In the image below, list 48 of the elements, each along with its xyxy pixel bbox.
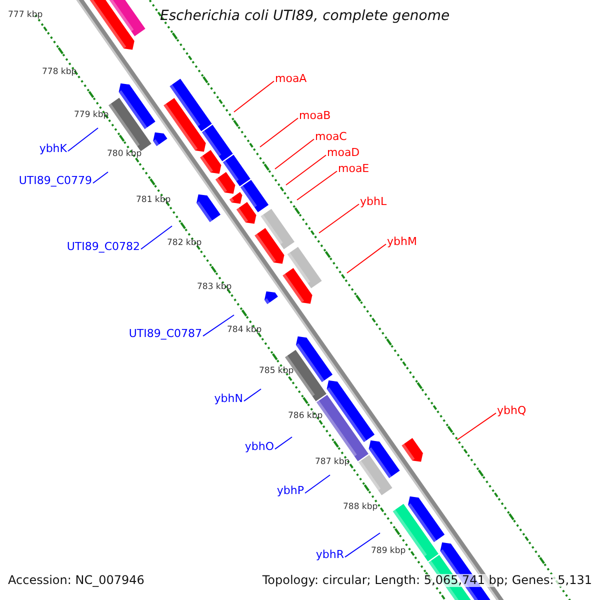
scale-label: 785 kbp xyxy=(259,367,294,376)
gene-label: ybhN xyxy=(214,393,243,406)
map-title: Escherichia coli UTI89, complete genome xyxy=(160,9,450,24)
leader-line xyxy=(68,128,98,152)
scale-label: 788 kbp xyxy=(343,503,378,512)
gene-label: ybhP xyxy=(276,485,304,498)
leader-line xyxy=(344,532,380,558)
leader-line xyxy=(202,314,234,337)
gene-label: UTI89_C0779 xyxy=(18,175,92,188)
gene-label: ybhL xyxy=(360,196,387,208)
gene-label: UTI89_C0782 xyxy=(66,241,140,254)
gene-label: moaD xyxy=(327,147,360,160)
leader-line xyxy=(304,474,330,494)
leader-line xyxy=(234,80,274,112)
leader-line xyxy=(140,226,172,250)
genome-stats-text: Topology: circular; Length: 5,065,741 bp; Genes: 5,131 xyxy=(262,574,592,588)
gene-label: moaB xyxy=(299,110,331,122)
scale-label: 781 kbp xyxy=(136,196,171,206)
gene-label: ybhK xyxy=(39,143,67,156)
leader-line xyxy=(318,204,360,234)
gene-label: UTI89_C0787 xyxy=(128,328,202,340)
scale-label: 780 kbp xyxy=(107,150,142,160)
leader-line xyxy=(92,172,108,184)
scale-label: 779 kbp xyxy=(74,111,109,120)
scale-label: 782 kbp xyxy=(167,239,202,248)
scale-label: 789 kbp xyxy=(371,547,406,556)
gene-label: moaE xyxy=(338,163,370,176)
scale-label: 784 kbp xyxy=(227,326,262,336)
leader-line xyxy=(346,244,386,274)
scale-label: 777 kbp xyxy=(8,11,43,20)
gene-label: moaC xyxy=(315,131,347,144)
leader-line xyxy=(456,412,496,440)
leader-line xyxy=(286,154,326,186)
gene-label: ybhR xyxy=(316,549,344,562)
gene-label: ybhM xyxy=(387,236,417,248)
leader-line xyxy=(244,388,262,402)
leader-line xyxy=(274,138,314,170)
leader-line xyxy=(296,170,338,200)
scale-label: 786 kbp xyxy=(288,412,323,422)
leader-line xyxy=(274,436,292,450)
scale-label: 787 kbp xyxy=(315,458,350,468)
leader-line xyxy=(260,118,298,148)
accession-text: Accession: NC_007946 xyxy=(8,574,144,588)
gene-label: ybhQ xyxy=(497,405,526,418)
scale-label: 778 kbp xyxy=(42,68,77,78)
gene-label: moaA xyxy=(275,73,307,86)
gene-label: ybhO xyxy=(244,441,274,454)
scale-label: 783 kbp xyxy=(197,283,232,292)
